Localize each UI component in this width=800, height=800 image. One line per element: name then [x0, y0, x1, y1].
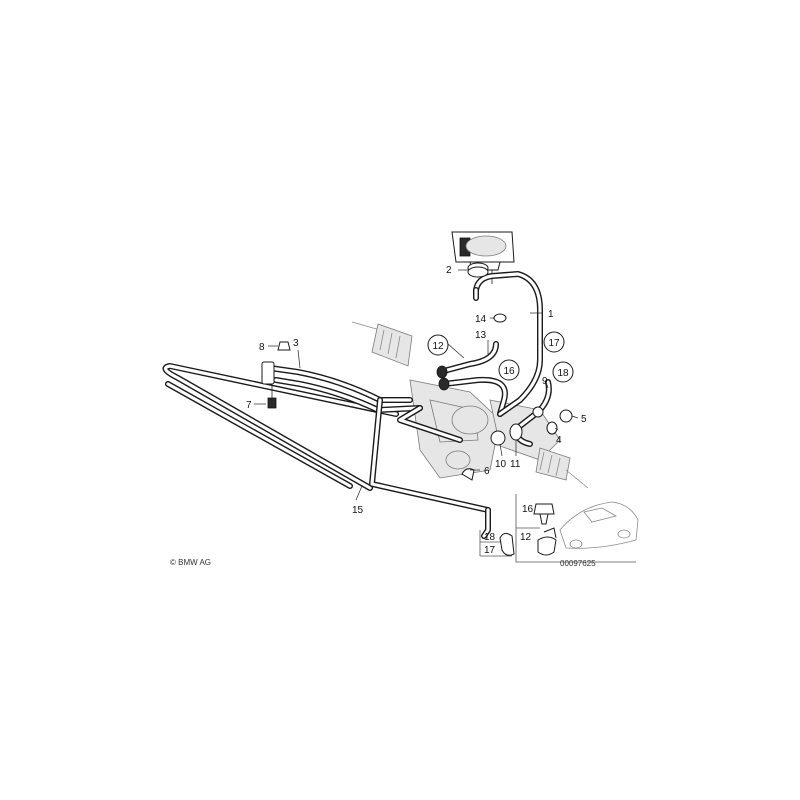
- hose-15: [162, 363, 399, 491]
- callout-16-circle: [498, 359, 520, 381]
- callout-6: 6: [484, 466, 490, 477]
- inset-callout-17: 17: [484, 545, 496, 556]
- callout-14: 14: [475, 314, 487, 325]
- seal-10: [490, 430, 506, 446]
- callout-8: 8: [259, 342, 265, 353]
- hose-13: [436, 341, 508, 417]
- leader-lines: [254, 269, 579, 501]
- clamp-2: [467, 262, 489, 278]
- hose-9: [514, 379, 552, 447]
- inset-callout-18: 18: [484, 532, 496, 543]
- clip-12: [537, 527, 557, 556]
- callout-10: 10: [495, 459, 507, 470]
- inset-callout-12: 12: [520, 532, 532, 543]
- hose-1: [473, 271, 543, 417]
- callout-5: 5: [581, 414, 587, 425]
- seal-5: [559, 409, 573, 423]
- bolt-7: [267, 386, 277, 409]
- fitting-9: [532, 406, 544, 418]
- callout-18-circle: [552, 361, 574, 383]
- callout-9: 9: [542, 376, 548, 387]
- callout-2: 2: [446, 265, 452, 276]
- callout-17: 17: [548, 338, 560, 349]
- callout-17-circle: [543, 331, 565, 353]
- clip-18-17: [499, 532, 515, 556]
- banjo-11: [509, 423, 523, 441]
- callouts: 1 2 3 4 5 6 7 8 9 10 11 12 13 14 15 16 1…: [246, 265, 587, 516]
- steering-gear: [351, 321, 589, 489]
- copyright: © BMW AG: [170, 558, 211, 567]
- callout-4: 4: [556, 435, 562, 446]
- callout-3: 3: [293, 338, 299, 349]
- callout-12-circle: [427, 334, 449, 356]
- callout-12: 12: [432, 341, 444, 352]
- drawing-number: 00097625: [560, 559, 596, 568]
- bolt-4: [546, 421, 558, 435]
- clip-16: [533, 503, 555, 525]
- bolt-8: [277, 341, 291, 351]
- hose-3: [261, 361, 491, 539]
- callout-16: 16: [503, 366, 515, 377]
- detail-inset: 16 18 17 12 00097625: [479, 494, 639, 568]
- car-silhouette-icon: [559, 501, 639, 549]
- callout-13: 13: [475, 330, 487, 341]
- callout-7: 7: [246, 400, 252, 411]
- callout-15: 15: [352, 505, 364, 516]
- callout-11: 11: [510, 459, 521, 470]
- inset-callout-16: 16: [522, 504, 534, 515]
- callout-18: 18: [557, 368, 569, 379]
- clamp-14: [493, 313, 507, 323]
- callout-1: 1: [548, 309, 554, 320]
